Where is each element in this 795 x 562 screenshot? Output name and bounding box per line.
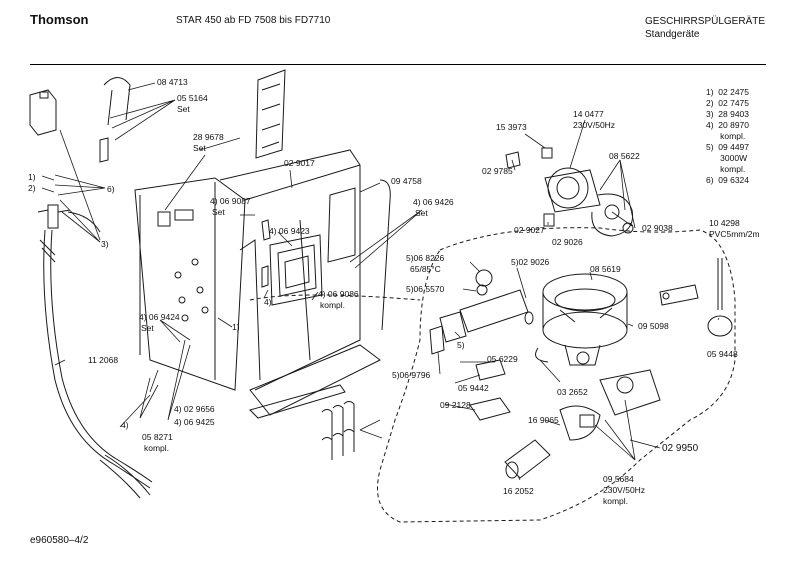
label-085622: 08 5622 [609, 151, 640, 161]
label-055164-set: Set [177, 104, 190, 114]
label-162052: 16 2052 [503, 486, 534, 496]
label-112068: 11 2068 [88, 355, 118, 365]
side-panel-drawing [134, 149, 391, 419]
label-059442: 05 9442 [458, 383, 489, 393]
legend-line: kompl. [706, 164, 745, 174]
label-029038: 02 9038 [642, 223, 673, 233]
label-092128: 09 2128 [440, 400, 471, 410]
label-029785: 02 9785 [482, 166, 513, 176]
valve-block-drawing [29, 77, 131, 163]
label-069087: 4) 06 9087 [210, 196, 251, 206]
label-032652: 03 2652 [557, 387, 588, 397]
label-140477: 14 0477 [573, 109, 604, 119]
label-140477-v: 230V/50Hz [573, 120, 615, 130]
label-069424: 4) 06 9424 [139, 312, 180, 322]
model-title: STAR 450 ab FD 7508 bis FD7710 [176, 15, 331, 26]
label-029017: 02 9017 [284, 158, 315, 168]
label-289678-set: Set [193, 143, 206, 153]
label-289678: 28 9678 [193, 132, 224, 142]
label-085619: 08 5619 [590, 264, 621, 274]
label-069086: 4) 06 9086 [318, 289, 359, 299]
label-029027: 02 9027 [514, 225, 545, 235]
label-069425: 4) 06 9425 [174, 417, 215, 427]
label-153973: 15 3973 [496, 122, 527, 132]
label-069796: 5)06 9796 [392, 370, 431, 380]
label-069086-k: kompl. [320, 300, 345, 310]
category-line-1: GESCHIRRSPÜLGERÄTE [645, 16, 766, 27]
label-4b: 4) [121, 420, 129, 430]
label-4a: 4) [264, 297, 272, 307]
legend-line: 3000W [706, 153, 747, 163]
leader-lines [41, 82, 720, 481]
label-069426: 4) 06 9426 [413, 197, 454, 207]
callout-labels: 08 4713 05 5164 Set 28 9678 Set 02 9017 … [28, 77, 760, 506]
label-069426-set: Set [415, 208, 428, 218]
legend-line: 3) 28 9403 [706, 109, 749, 119]
label-5a: 5) [457, 340, 465, 350]
label-029026a: 02 9026 [552, 237, 583, 247]
label-058271: 05 8271 [142, 432, 173, 442]
sump-drawing [542, 273, 628, 366]
label-069424-set: Set [141, 323, 154, 333]
footnote-legend: 1) 02 2475 2) 02 7475 3) 28 9403 4) 20 8… [706, 87, 749, 185]
label-058271-k: kompl. [144, 443, 169, 453]
label-065570: 5)06 5570 [406, 284, 445, 294]
fill-hose-drawing [37, 204, 153, 499]
gasket-drawing [255, 69, 286, 159]
label-069423: 4) 06 9423 [269, 226, 310, 236]
label-1b: 1) [28, 172, 36, 182]
label-3b: 3) [101, 239, 109, 249]
pressure-switch-drawing [659, 258, 733, 337]
circulation-pump-drawing [505, 147, 634, 237]
label-2b: 2) [28, 183, 36, 193]
legend-line: 4) 20 8970 [706, 120, 749, 130]
drain-pump-drawing [469, 347, 661, 479]
label-029026b: 5)02 9026 [511, 257, 550, 267]
label-1a: 1) [232, 322, 240, 332]
assembly-boundary [377, 227, 736, 523]
label-084713: 08 4713 [157, 77, 188, 87]
label-169065: 16 9065 [528, 415, 559, 425]
legend-line: 2) 02 7475 [706, 98, 749, 108]
label-104298-p: PVC5mm/2m [709, 229, 760, 239]
label-095098: 09 5098 [638, 321, 669, 331]
label-029656: 4) 02 9656 [174, 404, 215, 414]
label-055164: 05 5164 [177, 93, 208, 103]
category-line-2: Standgeräte [645, 29, 700, 40]
heater-drawing [429, 269, 534, 355]
label-069087-set: Set [212, 207, 225, 217]
label-094758: 09 4758 [391, 176, 422, 186]
legend-line: 6) 09 6324 [706, 175, 749, 185]
label-6b: 6) [107, 184, 115, 194]
clips-drawing [321, 401, 355, 460]
label-068226: 5)06 8226 [406, 253, 445, 263]
drawing-code: e960580–4/2 [30, 535, 89, 546]
legend-line: kompl. [706, 131, 745, 141]
header-rule [30, 64, 766, 65]
brand-name: Thomson [30, 12, 89, 27]
legend-line: 1) 02 2475 [706, 87, 749, 97]
legend-line: 5) 09 4497 [706, 142, 749, 152]
label-029950: 02 9950 [662, 443, 699, 454]
label-095684: 09 5684 [603, 474, 634, 484]
label-095684-k: kompl. [603, 496, 628, 506]
label-095684-v: 230V/50Hz [603, 485, 645, 495]
label-056229: 05 6229 [487, 354, 518, 364]
label-104298: 10 4298 [709, 218, 740, 228]
label-068226-t: 65/85°C [410, 264, 441, 274]
label-059448: 05 9448 [707, 349, 738, 359]
category-title: GESCHIRRSPÜLGERÄTE Standgeräte [645, 15, 765, 41]
boundary-link [249, 294, 421, 301]
